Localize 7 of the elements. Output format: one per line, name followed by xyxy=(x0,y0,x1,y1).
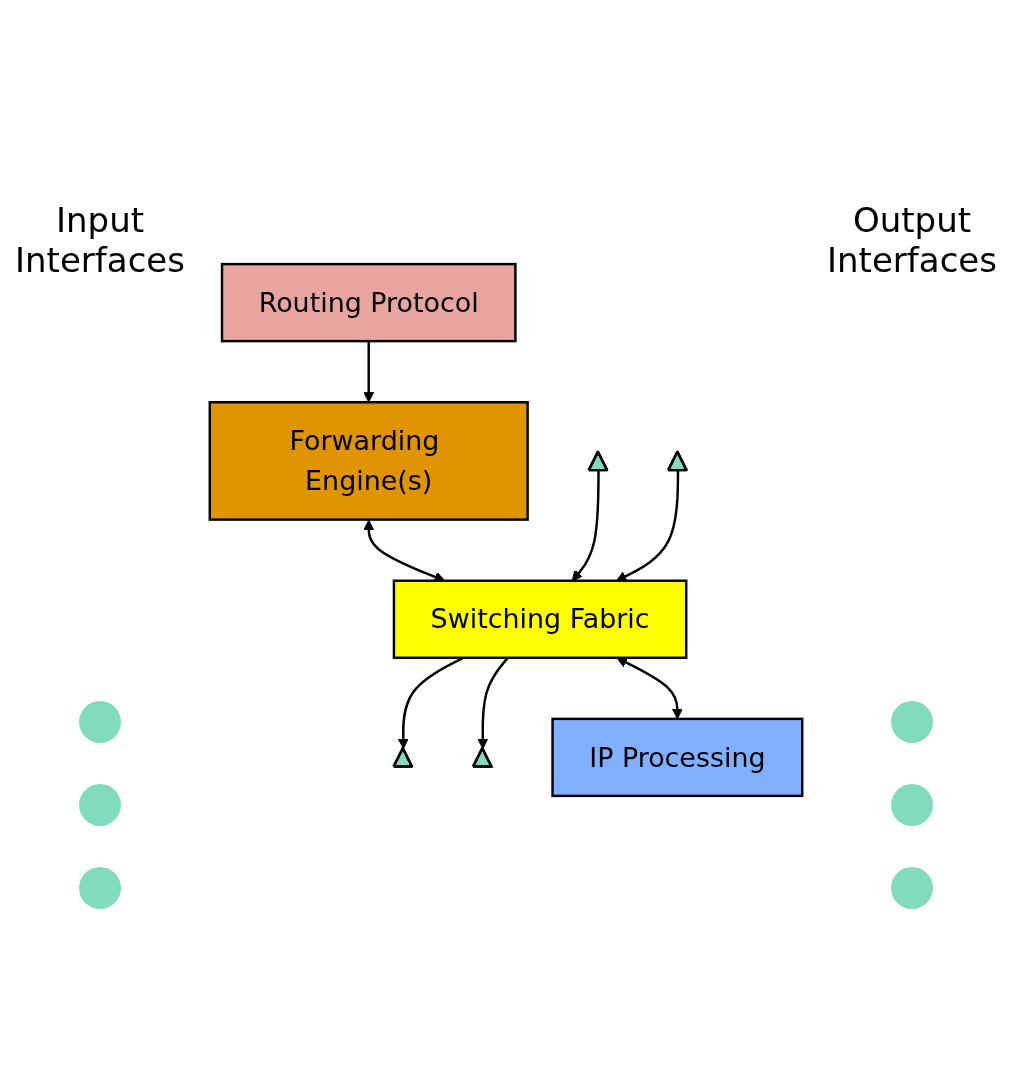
arrow xyxy=(363,341,375,403)
interface-group-label: Input Interfaces xyxy=(14,200,186,280)
interface-group-label: Output Interfaces xyxy=(826,200,998,280)
node-box: Routing Protocol xyxy=(220,262,517,343)
node-box: IP Processing xyxy=(551,717,804,798)
node-box: Forwarding Engine(s) xyxy=(208,401,529,521)
node-box: Switching Fabric xyxy=(392,579,688,659)
